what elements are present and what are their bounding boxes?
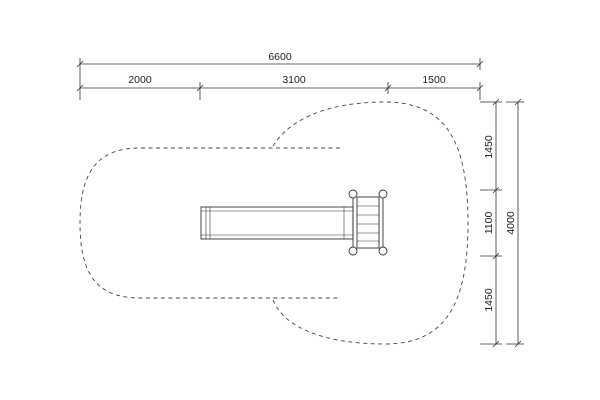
overall-height-label: 4000 <box>505 211 517 235</box>
post-top-left <box>348 189 358 199</box>
post-bottom-right <box>378 246 388 256</box>
right-top-label: 1450 <box>483 135 495 159</box>
safety-zone-outline <box>79 101 469 345</box>
right-middle-label: 1100 <box>483 212 495 235</box>
slide-chute <box>200 206 354 240</box>
segment-2-label: 3100 <box>282 74 306 86</box>
post-top-right <box>378 189 388 199</box>
top-dimension-chain: 6600 2000 3100 1500 <box>76 51 484 100</box>
overall-width-label: 6600 <box>268 51 292 63</box>
slide-platform <box>356 196 380 249</box>
right-bottom-label: 1450 <box>483 288 495 312</box>
right-dimension-chain: 1450 1100 1450 4000 <box>480 98 524 348</box>
slide-equipment <box>200 189 388 256</box>
segment-3-label: 1500 <box>422 74 446 86</box>
post-bottom-left <box>348 246 358 256</box>
segment-1-label: 2000 <box>128 74 152 86</box>
